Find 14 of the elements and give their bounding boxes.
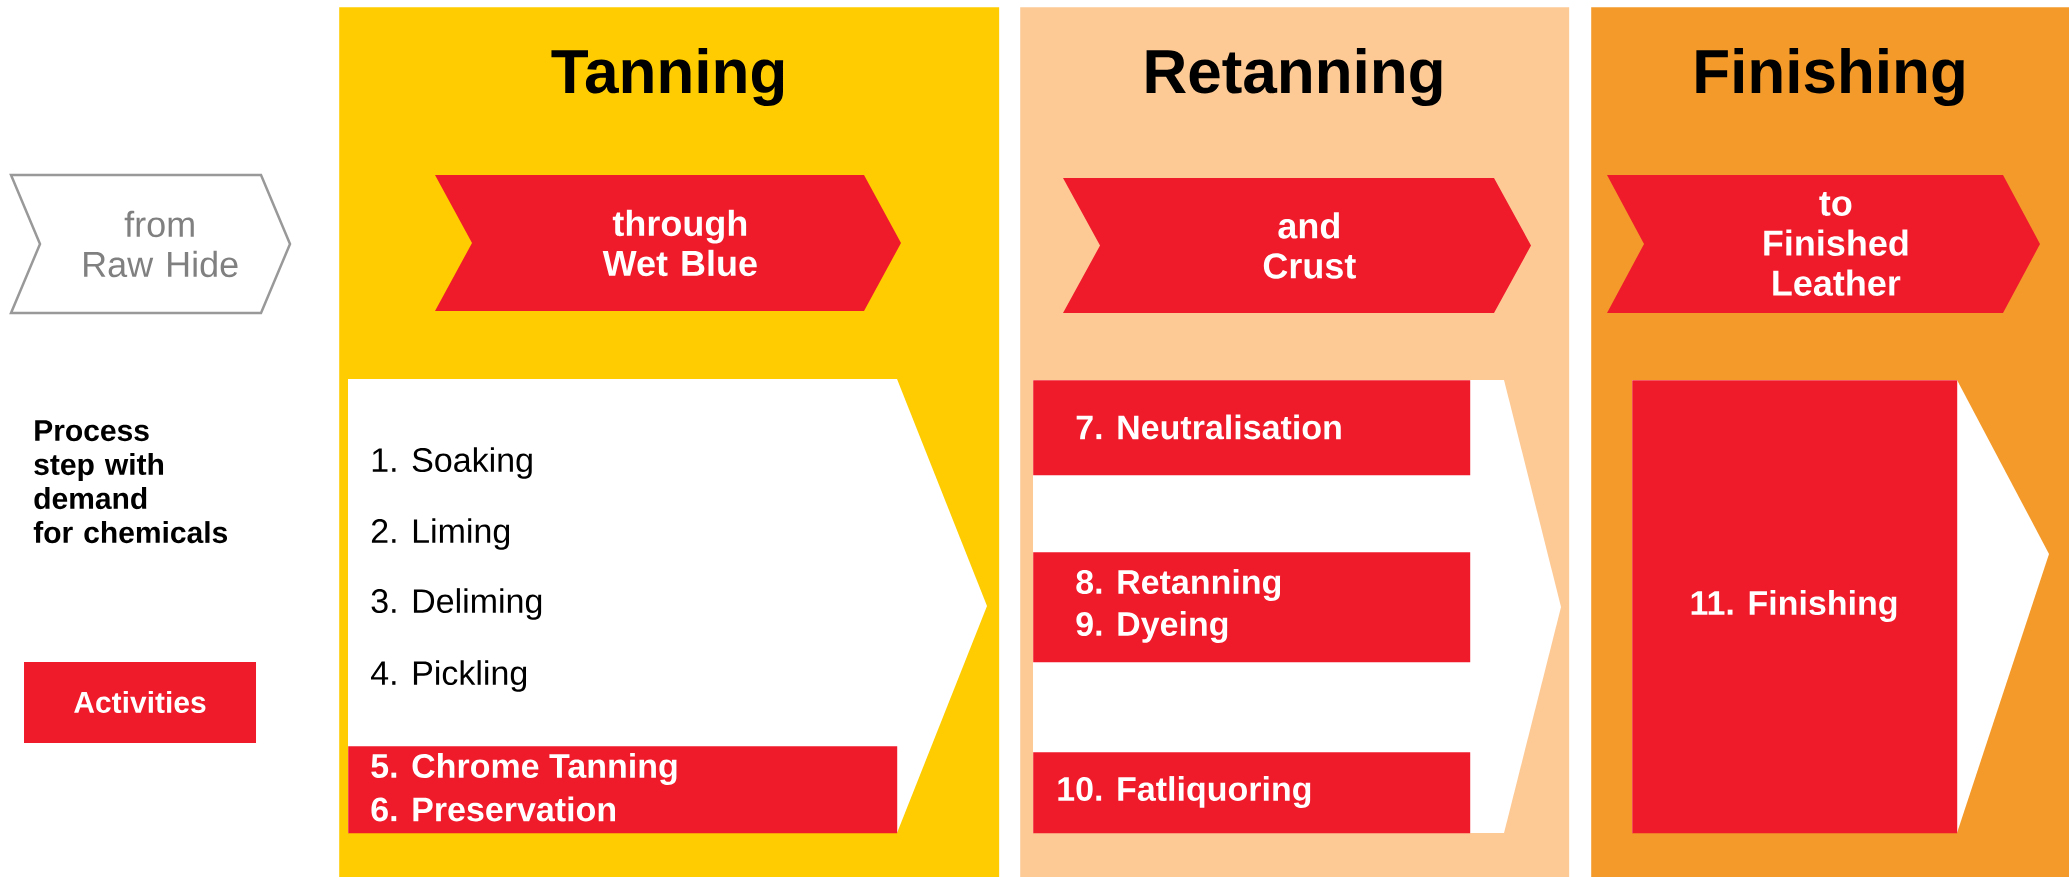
chevron-banner: and Crust (1063, 178, 1531, 313)
step-text: 2. Liming (371, 518, 510, 550)
activity-bar: 8. Retanning 9. Dyeing (1033, 552, 1471, 663)
activity-bar: 5. Chrome Tanning 6. Preservation (348, 746, 898, 834)
activity-bar: 7. Neutralisation (1033, 380, 1471, 476)
chevron-banner: through Wet Blue (435, 175, 901, 311)
legend-text: Process step with demand for chemicals (33, 420, 228, 544)
activity-bar: 10. Fatliquoring (1033, 752, 1471, 834)
step-text: 4. Pickling (371, 660, 527, 692)
chevron-banner: to Finished Leather (1607, 175, 2040, 313)
activity-bar: 11. Finishing (1632, 380, 1958, 834)
step-text: 3. Deliming (371, 588, 542, 620)
chevron-banner: from Raw Hide (9, 173, 292, 315)
step-text: 1. Soaking (372, 447, 532, 479)
